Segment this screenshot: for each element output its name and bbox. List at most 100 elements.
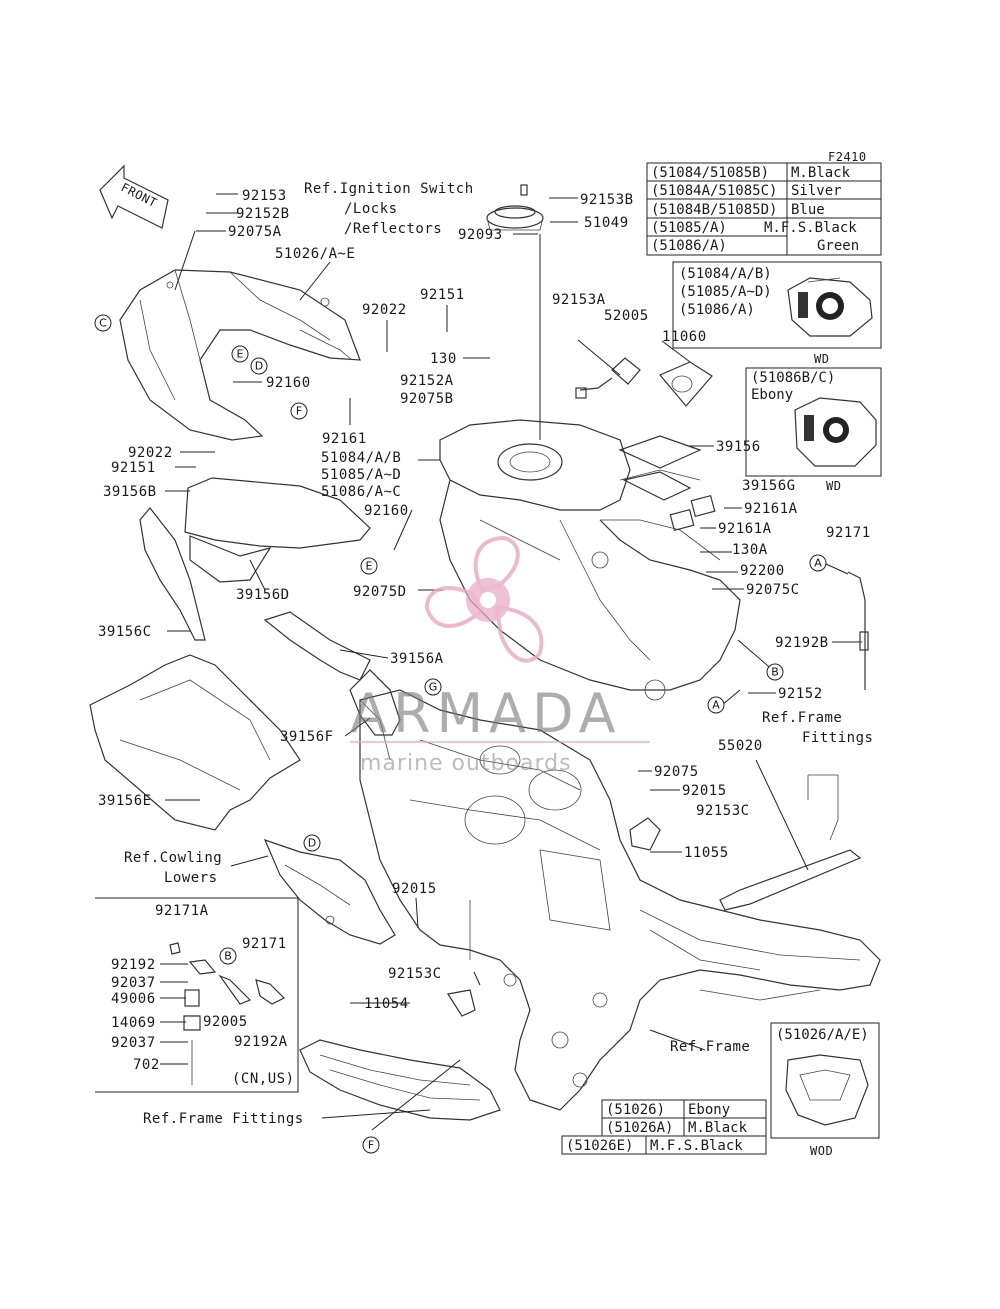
label-92171: 92171 [826, 525, 871, 541]
label-92200: 92200 [740, 563, 785, 579]
propeller-icon [424, 535, 544, 663]
callout-b-2: B [224, 950, 232, 963]
inset-wd-1-line-3: (51086/A) [679, 302, 755, 318]
cowl-row-1-code: (51026) [606, 1102, 665, 1118]
label-92151-a: 92151 [420, 287, 465, 303]
inset-wod-caption: WOD [810, 1144, 833, 1158]
label-92153c: 92153C [696, 803, 750, 819]
label-subbox-702: 702 [133, 1057, 160, 1073]
label-ref-cowling-2: Lowers [164, 870, 218, 886]
cowl-row-2-code: (51026A) [606, 1120, 673, 1136]
label-92075: 92075 [654, 764, 699, 780]
label-92075c: 92075C [746, 582, 800, 598]
label-ref-ignition-1: Ref.Ignition Switch [304, 181, 474, 197]
label-39156d: 39156D [236, 587, 290, 603]
front-arrow-icon: FRONT [99, 164, 169, 229]
label-92022-a: 92022 [362, 302, 407, 318]
inset-wd-2: (51086B/C) Ebony WD [745, 367, 882, 493]
watermark-sub: marine outboards [360, 751, 572, 776]
label-92161a-2: 92161A [718, 521, 772, 537]
label-ref-frame: Ref.Frame [670, 1039, 750, 1055]
color-row-5-code: (51086/A) [651, 238, 727, 254]
label-51026: 51026/A~E [275, 246, 355, 262]
label-130: 130 [430, 351, 457, 367]
label-92075b: 92075B [400, 391, 454, 407]
color-row-2-code: (51084A/51085C) [651, 183, 777, 199]
label-subbox-92192a: 92192A [234, 1034, 288, 1050]
subassembly-box: 92171A (CN,US) [95, 897, 299, 1093]
color-row-5-color: Green [817, 238, 859, 254]
label-39156e: 39156E [98, 793, 152, 809]
label-51085: 51085/A~D [321, 467, 401, 483]
inset-wd-2-line-1: (51086B/C) [751, 370, 835, 386]
label-ref-ignition-3: /Reflectors [344, 221, 442, 237]
cowl-row-3-code: (51026E) [566, 1138, 633, 1154]
label-92153b: 92153B [580, 192, 634, 208]
label-ref-frame-fittings-bottom: Ref.Frame Fittings [143, 1111, 304, 1127]
label-92022-b: 92022 [128, 445, 173, 461]
callout-b-1: B [771, 666, 779, 679]
label-92093: 92093 [458, 227, 503, 243]
callout-g: G [429, 681, 438, 694]
label-92152: 92152 [778, 686, 823, 702]
inset-wod-line-1: (51026/A/E) [776, 1027, 869, 1043]
inset-wd-2-line-2: Ebony [751, 387, 793, 403]
inset-wd-1-line-2: (51085/A~D) [679, 284, 772, 300]
color-row-2-color: Silver [791, 183, 842, 199]
label-ref-frame-fittings-2: Fittings [802, 730, 873, 746]
callout-f-1: F [296, 405, 302, 418]
callout-e-2: E [366, 560, 373, 573]
fuel-tank-drawing [439, 419, 741, 701]
label-subbox-92192: 92192 [111, 957, 156, 973]
label-subbox-49006: 49006 [111, 991, 156, 1007]
label-55020: 55020 [718, 738, 763, 754]
cowl-row-2-color: M.Black [688, 1120, 748, 1136]
callouts: C E D F E A B A G D B F [94, 314, 827, 1154]
label-subbox-92005: 92005 [203, 1014, 248, 1030]
subbox-footer: (CN,US) [232, 1071, 295, 1087]
lower-cowl-drawing [263, 838, 396, 945]
callout-d-2: D [308, 837, 316, 850]
figure-code: F2410 [828, 150, 867, 164]
subbox-title: 92171A [155, 903, 209, 919]
color-row-1-color: M.Black [791, 165, 851, 181]
label-92015-a: 92015 [682, 783, 727, 799]
frame-drawing [359, 689, 881, 1111]
label-11060: 11060 [662, 329, 707, 345]
inset-wd-1-line-1: (51084/A/B) [679, 266, 772, 282]
callout-e-1: E [237, 348, 244, 361]
label-ref-frame-fittings-1: Ref.Frame [762, 710, 842, 726]
brackets-drawing [447, 817, 661, 1017]
label-92161a-1: 92161A [744, 501, 798, 517]
leader-lines [165, 193, 862, 1131]
inset-wd-2-caption: WD [826, 479, 841, 493]
fuel-sender-drawing [575, 357, 713, 501]
inset-wd-1-caption: WD [814, 352, 829, 366]
label-52005: 52005 [604, 308, 649, 324]
label-92152b: 92152B [236, 206, 290, 222]
label-subbox-92037-b: 92037 [111, 1035, 156, 1051]
label-ref-ignition-2: /Locks [344, 201, 398, 217]
inset-wod: (51026/A/E) WOD [770, 1022, 880, 1158]
cowl-row-3-color: M.F.S.Black [650, 1138, 743, 1154]
label-11055: 11055 [684, 845, 729, 861]
label-39156a: 39156A [390, 651, 444, 667]
callout-f-2: F [368, 1139, 374, 1152]
frame-cover-drawing [719, 774, 862, 911]
label-11054: 11054 [364, 996, 409, 1012]
fuel-cap-emblem-icon-2 [794, 397, 877, 467]
side-cover-drawing [119, 269, 361, 441]
label-92151-b: 92151 [111, 460, 156, 476]
color-row-4-code: (51085/A) [651, 220, 727, 236]
color-table: (51084/51085B) M.Black (51084A/51085C) S… [646, 162, 882, 256]
tank-pads-drawing [89, 477, 401, 831]
label-39156b: 39156B [103, 484, 157, 500]
fuel-cap-drawing [486, 184, 544, 231]
label-subbox-92171: 92171 [242, 936, 287, 952]
label-92160-b: 92160 [364, 503, 409, 519]
watermark-brand: ARMADA [350, 682, 622, 745]
label-39156f: 39156F [280, 729, 334, 745]
cowl-color-table: (51026) Ebony (51026A) M.Black (51026E) … [561, 1099, 767, 1155]
label-51084: 51084/A/B [321, 450, 401, 466]
